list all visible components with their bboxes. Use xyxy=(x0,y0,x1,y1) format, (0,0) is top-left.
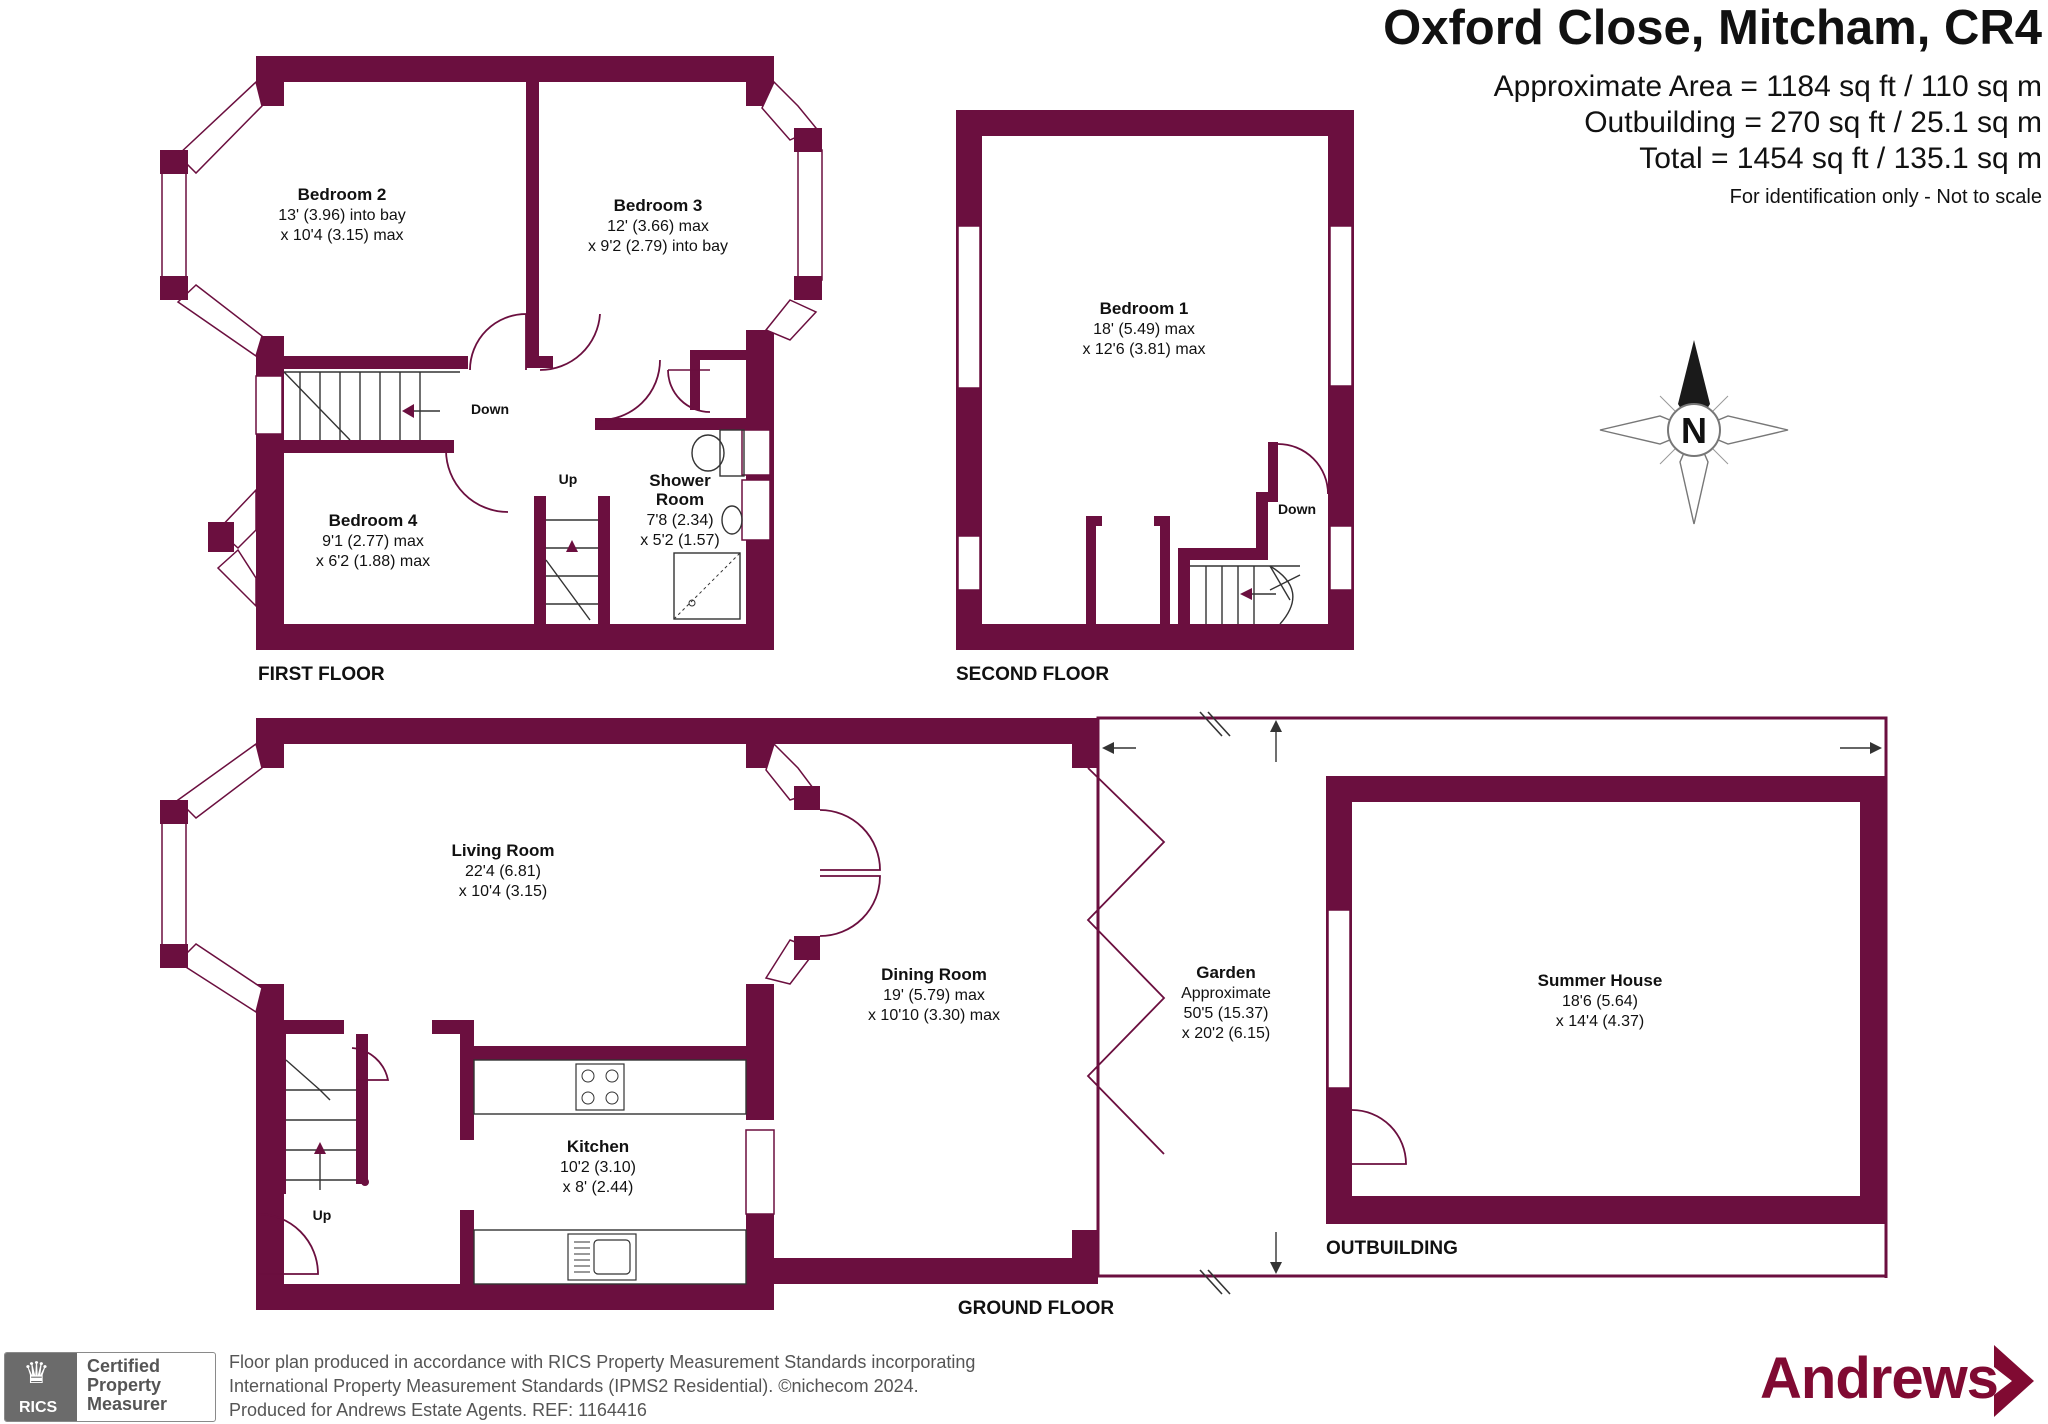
svg-text:x 8' (2.44): x 8' (2.44) xyxy=(563,1179,634,1196)
andrews-logo: Andrews xyxy=(1760,1345,2048,1417)
footer-disclaimer: Floor plan produced in accordance with R… xyxy=(229,1352,976,1420)
svg-text:Bedroom 3: Bedroom 3 xyxy=(614,196,703,215)
second-floor-label: SECOND FLOOR xyxy=(956,664,1109,685)
second-floor-stairs-down-label: Down xyxy=(1278,501,1316,517)
svg-text:18' (5.49) max: 18' (5.49) max xyxy=(1093,321,1195,338)
svg-text:Bedroom 2: Bedroom 2 xyxy=(298,185,387,204)
svg-text:13' (3.96) into bay: 13' (3.96) into bay xyxy=(278,207,406,224)
kitchen-label: Kitchen 10'2 (3.10) x 8' (2.44) xyxy=(560,1137,636,1196)
bedroom-2-label: Bedroom 2 13' (3.96) into bay x 10'4 (3.… xyxy=(278,185,406,244)
lion-icon: ♛ xyxy=(23,1357,50,1390)
svg-text:9'1 (2.77) max: 9'1 (2.77) max xyxy=(322,533,424,550)
dining-room-label: Dining Room 19' (5.79) max x 10'10 (3.30… xyxy=(868,965,1000,1024)
svg-text:Garden: Garden xyxy=(1196,963,1256,982)
svg-text:x 14'4 (4.37): x 14'4 (4.37) xyxy=(1556,1013,1644,1030)
bedroom-4-label: Bedroom 4 9'1 (2.77) max x 6'2 (1.88) ma… xyxy=(316,511,430,570)
svg-text:x 6'2 (1.88) max: x 6'2 (1.88) max xyxy=(316,553,430,570)
rics-certified-badge: ♛ RICS Certified Property Measurer xyxy=(4,1352,216,1422)
bedroom-3-label: Bedroom 3 12' (3.66) max x 9'2 (2.79) in… xyxy=(588,196,728,255)
garden-label: Garden Approximate 50'5 (15.37) x 20'2 (… xyxy=(1181,963,1271,1042)
svg-text:x 20'2 (6.15): x 20'2 (6.15) xyxy=(1182,1025,1270,1042)
svg-text:12' (3.66) max: 12' (3.66) max xyxy=(607,218,709,235)
svg-text:x 10'4 (3.15) max: x 10'4 (3.15) max xyxy=(280,227,403,244)
svg-text:Dining Room: Dining Room xyxy=(881,965,987,984)
svg-text:x 10'10 (3.30) max: x 10'10 (3.30) max xyxy=(868,1007,1000,1024)
svg-text:50'5 (15.37): 50'5 (15.37) xyxy=(1184,1005,1269,1022)
rics-word: RICS xyxy=(19,1399,58,1416)
summer-house-label: Summer House 18'6 (5.64) x 14'4 (4.37) xyxy=(1538,971,1663,1030)
outbuilding-label: OUTBUILDING xyxy=(1326,1238,1458,1259)
svg-text:Bedroom 1: Bedroom 1 xyxy=(1100,299,1189,318)
second-floor xyxy=(956,110,1354,650)
outbuilding-area: Outbuilding = 270 sq ft / 25.1 sq m xyxy=(1584,106,2042,139)
first-floor xyxy=(160,56,823,650)
brand-name: Andrews xyxy=(1760,1346,1999,1411)
stairs-up-label: Up xyxy=(559,471,578,487)
certified-property-measurer: Certified Property Measurer xyxy=(87,1356,168,1414)
svg-text:19' (5.79) max: 19' (5.79) max xyxy=(883,987,985,1004)
first-floor-label: FIRST FLOOR xyxy=(258,664,385,685)
shower-room-label: Shower Room 7'8 (2.34) x 5'2 (1.57) xyxy=(640,471,720,549)
svg-text:Shower: Shower xyxy=(649,471,711,490)
rics-logo: ♛ RICS xyxy=(5,1353,77,1421)
svg-text:18'6 (5.64): 18'6 (5.64) xyxy=(1562,993,1638,1010)
svg-text:7'8 (2.34): 7'8 (2.34) xyxy=(646,512,713,529)
svg-text:x 12'6 (3.81) max: x 12'6 (3.81) max xyxy=(1082,341,1205,358)
living-room-label: Living Room 22'4 (6.81) x 10'4 (3.15) xyxy=(452,841,555,900)
chevron-right-icon xyxy=(1994,1345,2034,1417)
ground-floor xyxy=(160,711,1888,1310)
ground-stairs-up-label: Up xyxy=(313,1207,332,1223)
scale-disclaimer: For identification only - Not to scale xyxy=(1729,186,2042,208)
svg-text:Summer House: Summer House xyxy=(1538,971,1663,990)
svg-text:Bedroom 4: Bedroom 4 xyxy=(329,511,418,530)
svg-text:Living Room: Living Room xyxy=(452,841,555,860)
ground-floor-label: GROUND FLOOR xyxy=(958,1298,1114,1319)
compass-letter: N xyxy=(1681,410,1707,451)
stairs-down-label: Down xyxy=(471,401,509,417)
bedroom-1-label: Bedroom 1 18' (5.49) max x 12'6 (3.81) m… xyxy=(1082,299,1205,358)
svg-text:10'2 (3.10): 10'2 (3.10) xyxy=(560,1159,636,1176)
svg-text:x 9'2 (2.79) into bay: x 9'2 (2.79) into bay xyxy=(588,238,728,255)
svg-text:Approximate: Approximate xyxy=(1181,985,1271,1002)
svg-text:x 10'4 (3.15): x 10'4 (3.15) xyxy=(459,883,547,900)
svg-text:x 5'2 (1.57): x 5'2 (1.57) xyxy=(640,532,720,549)
property-title: Oxford Close, Mitcham, CR4 xyxy=(1383,1,2042,55)
compass-icon: N xyxy=(1599,340,1789,525)
svg-text:Room: Room xyxy=(656,490,704,509)
svg-text:Kitchen: Kitchen xyxy=(567,1137,629,1156)
total-area: Total = 1454 sq ft / 135.1 sq m xyxy=(1639,142,2042,175)
svg-text:22'4 (6.81): 22'4 (6.81) xyxy=(465,863,541,880)
approximate-area: Approximate Area = 1184 sq ft / 110 sq m xyxy=(1493,70,2042,103)
